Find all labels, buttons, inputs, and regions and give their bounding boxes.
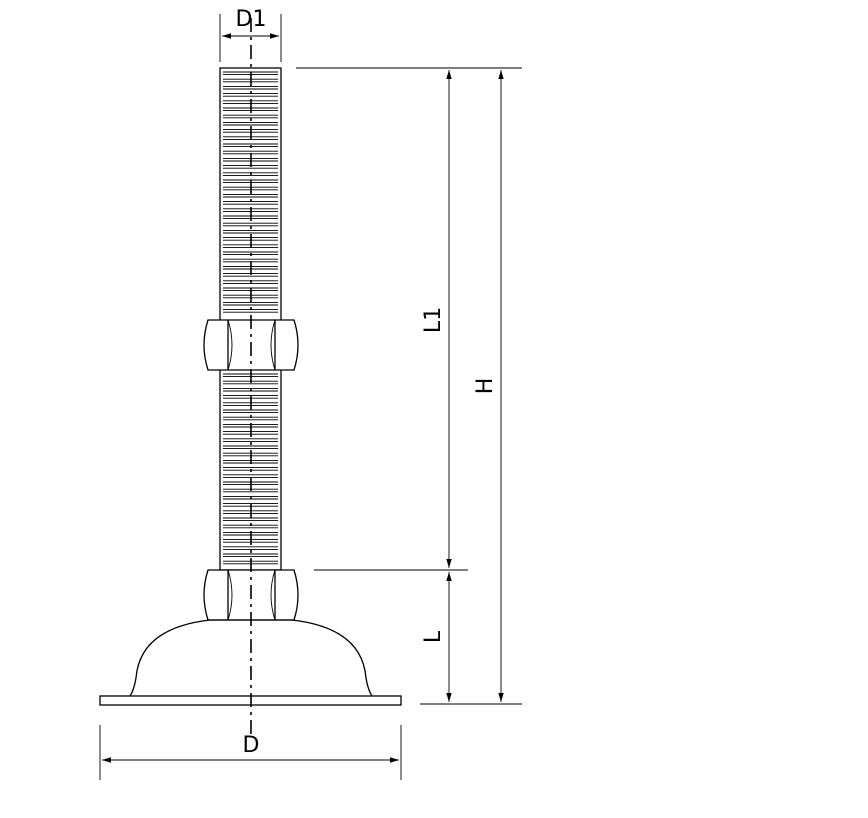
- dimension-l: L: [421, 572, 452, 702]
- dimension-d: D: [99, 725, 402, 780]
- dimension-l1: L1: [421, 70, 452, 568]
- h-label: H: [473, 378, 498, 395]
- d1-label: D1: [236, 7, 267, 32]
- l-label: L: [421, 630, 446, 643]
- d-label: D: [243, 733, 260, 758]
- dimension-d1: D1: [219, 7, 282, 62]
- l1-label: L1: [421, 307, 446, 333]
- dimension-h: H: [473, 70, 504, 702]
